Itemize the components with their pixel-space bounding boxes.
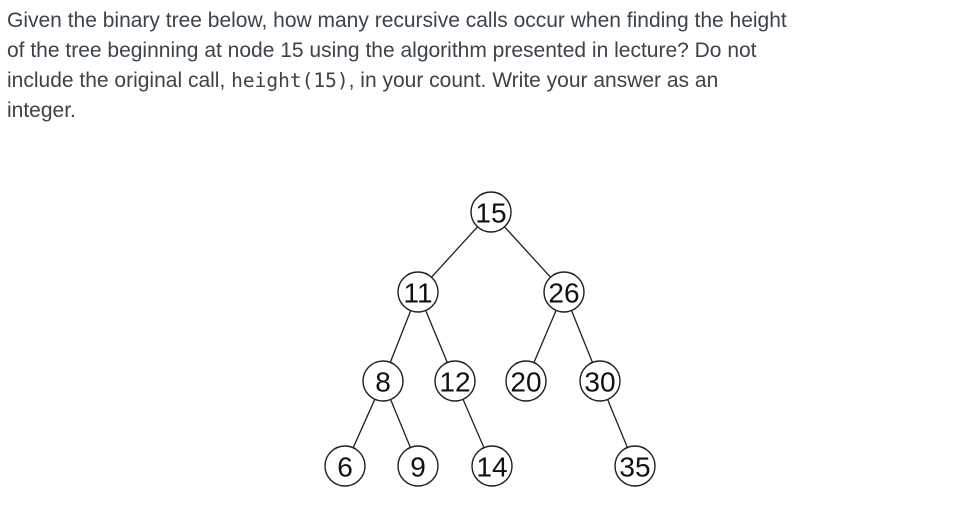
tree-node-circle-26 xyxy=(543,271,585,313)
tree-edge-12-14 xyxy=(462,399,485,448)
tree-node-26: 26 xyxy=(543,271,585,313)
tree-edge-15-11 xyxy=(431,226,478,278)
tree-node-label-12: 12 xyxy=(439,367,470,398)
tree-edge-26-20 xyxy=(533,310,557,363)
question-line-1-text: Given the binary tree below, how many re… xyxy=(7,9,787,32)
question-line-1: Given the binary tree below, how many re… xyxy=(7,6,973,36)
tree-edge-11-8 xyxy=(389,310,412,363)
tree-node-15: 15 xyxy=(470,191,512,233)
question-line-4: integer. xyxy=(7,96,973,126)
tree-edge-15-26 xyxy=(504,226,551,278)
question-line-3: include the original call, height(15), i… xyxy=(7,66,973,96)
tree-node-6: 6 xyxy=(324,445,366,487)
tree-node-label-15: 15 xyxy=(475,198,506,229)
tree-node-12: 12 xyxy=(434,360,476,402)
tree-edge-8-6 xyxy=(352,399,376,448)
tree-edge-11-12 xyxy=(425,310,448,363)
tree-node-label-35: 35 xyxy=(619,452,650,483)
tree-node-14: 14 xyxy=(471,445,513,487)
tree-node-label-20: 20 xyxy=(510,367,541,398)
tree-edge-30-35 xyxy=(606,399,629,448)
inline-code-height-call: height(15) xyxy=(231,69,349,92)
tree-node-label-11: 11 xyxy=(403,278,432,309)
tree-node-label-6: 6 xyxy=(337,452,353,483)
tree-node-30: 30 xyxy=(579,360,621,402)
tree-node-label-8: 8 xyxy=(375,367,391,398)
question-line-2: of the tree beginning at node 15 using t… xyxy=(7,36,973,66)
tree-node-circle-14 xyxy=(471,445,513,487)
tree-edge-26-30 xyxy=(570,310,594,363)
tree-node-circle-15 xyxy=(470,191,512,233)
tree-node-8: 8 xyxy=(362,360,404,402)
tree-node-11: 11 xyxy=(397,271,439,313)
question-line-2-text: of the tree beginning at node 15 using t… xyxy=(7,39,757,62)
question-line-3-pre: include the original call, xyxy=(7,69,232,92)
question-line-4-text: integer. xyxy=(7,99,76,122)
tree-node-circle-9 xyxy=(397,445,439,487)
tree-node-circle-20 xyxy=(505,360,547,402)
question-text: Given the binary tree below, how many re… xyxy=(7,6,973,126)
tree-node-20: 20 xyxy=(505,360,547,402)
tree-node-35: 35 xyxy=(614,445,656,487)
tree-node-circle-6 xyxy=(324,445,366,487)
tree-node-circle-11 xyxy=(397,271,439,313)
tree-node-label-26: 26 xyxy=(548,278,579,309)
tree-node-circle-8 xyxy=(362,360,404,402)
tree-edge-8-9 xyxy=(389,399,412,448)
tree-node-circle-30 xyxy=(579,360,621,402)
tree-node-circle-35 xyxy=(614,445,656,487)
tree-node-label-14: 14 xyxy=(476,452,507,483)
tree-node-label-30: 30 xyxy=(584,367,615,398)
tree-node-9: 9 xyxy=(397,445,439,487)
question-line-3-post: , in your count. Write your answer as an xyxy=(348,69,719,92)
tree-node-label-9: 9 xyxy=(410,452,426,483)
tree-node-circle-12 xyxy=(434,360,476,402)
